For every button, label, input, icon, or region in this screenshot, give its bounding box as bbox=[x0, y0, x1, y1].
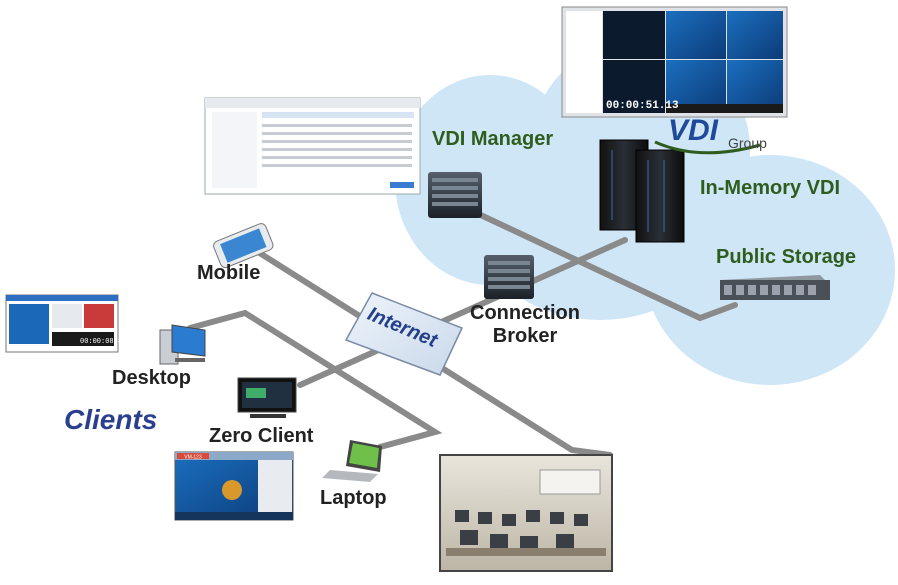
connection-broker-label: Connection Broker bbox=[462, 302, 588, 348]
classroom-photo bbox=[439, 454, 613, 572]
mobile-phone-icon bbox=[213, 223, 274, 269]
connection-broker-label-line2: Broker bbox=[492, 325, 558, 347]
mobile-label: Mobile bbox=[197, 262, 261, 284]
connection-broker-server-icon bbox=[484, 255, 534, 299]
desktop-label: Desktop bbox=[112, 367, 191, 389]
vdi-manager-label: VDI Manager bbox=[432, 128, 554, 150]
public-storage-label: Public Storage bbox=[716, 246, 857, 268]
manager-window bbox=[204, 97, 421, 195]
logo-sub: Group bbox=[728, 135, 767, 151]
vm-desktop-screenshot: VM-123 bbox=[174, 451, 294, 521]
logo-text: VDI bbox=[668, 114, 719, 147]
in-memory-vdi-label: In-Memory VDI bbox=[700, 177, 841, 199]
zero-client-icon bbox=[237, 377, 297, 418]
zero-client-label: Zero Client bbox=[209, 425, 314, 447]
laptop-label: Laptop bbox=[320, 487, 387, 509]
public-storage-icon bbox=[720, 275, 830, 300]
desktop-pc-icon bbox=[159, 324, 206, 365]
desktop-screenshot: 00:00:08.86 bbox=[5, 294, 126, 353]
vdi-group-logo: VDI Group bbox=[654, 114, 767, 155]
laptop-icon bbox=[322, 440, 382, 482]
internet-node: Internet bbox=[344, 292, 464, 376]
monitor-timer: 00:00:51.13 bbox=[606, 100, 679, 112]
connection-broker-label-line1: Connection bbox=[470, 302, 580, 324]
monitoring-screen: 00:00:51.13 bbox=[561, 6, 788, 118]
vm-tag: VM-123 bbox=[184, 455, 202, 461]
clients-heading: Clients bbox=[64, 404, 158, 435]
in-memory-rack-servers-icon bbox=[599, 139, 685, 243]
desktop-timer: 00:00:08.86 bbox=[80, 338, 126, 346]
vdi-manager-server-icon bbox=[428, 172, 482, 218]
